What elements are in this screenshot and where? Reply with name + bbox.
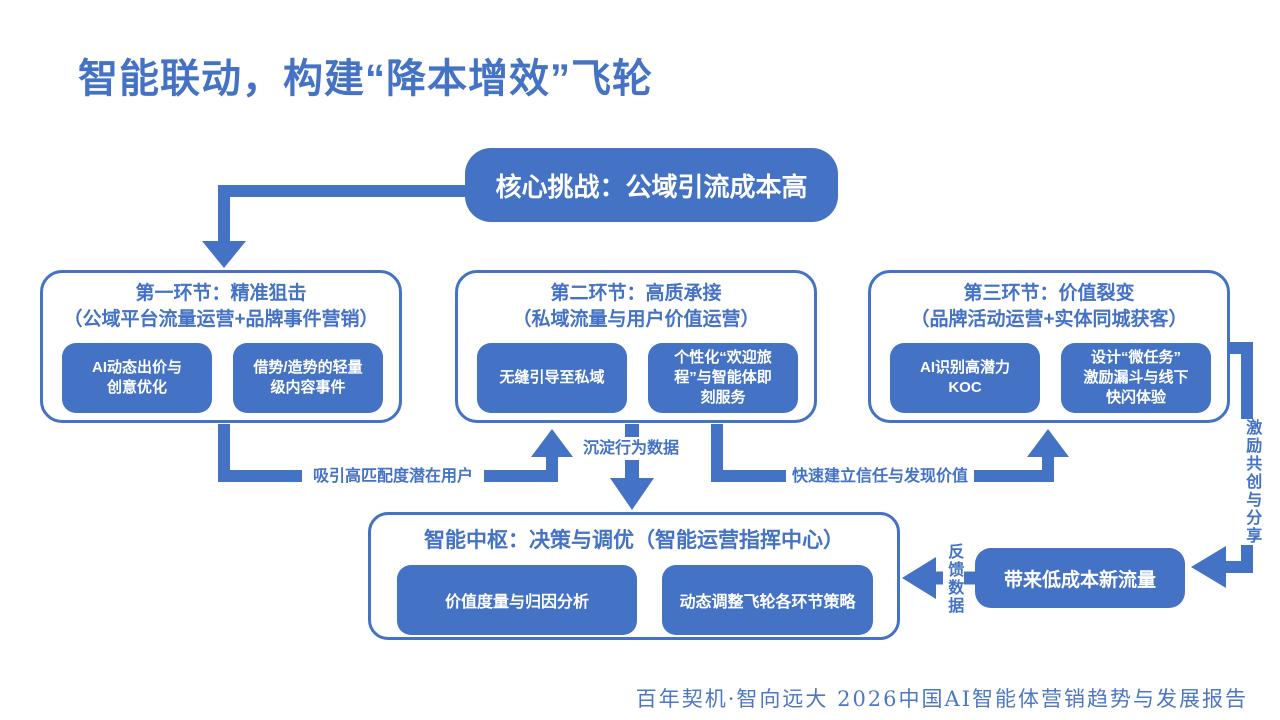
challenge-label: 核心挑战：公域引流成本高 [495, 171, 808, 202]
hub-right-chip: 动态调整飞轮各环节策略 [662, 565, 873, 635]
hub-title: 智能中枢：决策与调优（智能运营指挥中心） [424, 529, 844, 552]
hub-box: 智能中枢：决策与调优（智能运营指挥中心） 价值度量与归因分析 动态调整飞轮各环节… [368, 512, 900, 640]
traffic-box: 带来低成本新流量 [975, 548, 1185, 608]
stage1-left-chip: AI动态出价与 创意优化 [62, 343, 212, 413]
report-footer: 百年契机·智向远大 2026中国AI智能体营销趋势与发展报告 [635, 687, 1248, 711]
arrowhead-left-into-traffic [1191, 546, 1226, 588]
stage2-subtitle: （私域流量与用户价值运营） [512, 308, 760, 330]
arrowhead-down-into-stage1 [202, 241, 246, 268]
stage3-title: 第三环节：价值裂变 [963, 283, 1135, 304]
flow-label-attract: 吸引高匹配度潜在用户 [302, 465, 484, 489]
hub-left-chip: 价值度量与归因分析 [397, 565, 637, 635]
stage2-right-chip: 个性化“欢迎旅 程”与智能体即 刻服务 [648, 343, 798, 413]
flow-label-feedback: 反馈数据 [943, 543, 965, 615]
stage1-box: 第一环节：精准狙击 （公域平台流量运营+品牌事件营销） AI动态出价与 创意优化… [40, 270, 402, 423]
stage2-box: 第二环节：高质承接 （私域流量与用户价值运营） 无缝引导至私域 个性化“欢迎旅 … [455, 270, 817, 423]
flow-label-incentivize: 激励共创与分享 [1241, 419, 1263, 545]
page-title: 智能联动，构建“降本增效”飞轮 [78, 57, 653, 101]
stage3-subtitle: （品牌活动运营+实体同城获客） [910, 308, 1188, 330]
stage2-title: 第二环节：高质承接 [550, 283, 722, 304]
stage1-title: 第一环节：精准狙击 [135, 283, 307, 304]
stage1-right-chip: 借势/造势的轻量 级内容事件 [233, 343, 383, 413]
connector-challenge-to-stage1 [218, 185, 465, 243]
arrowhead-up-into-stage2 [531, 429, 573, 457]
flow-label-behavior-data: 沉淀行为数据 [576, 437, 686, 461]
stage3-box: 第三环节：价值裂变 （品牌活动运营+实体同城获客） AI识别高潜力 KOC 设计… [868, 270, 1230, 423]
stage3-right-chip: 设计“微任务” 激励漏斗与线下 快闪体验 [1061, 343, 1211, 413]
flow-label-trust: 快速建立信任与发现价值 [786, 465, 974, 489]
stage2-left-chip: 无缝引导至私域 [477, 343, 627, 413]
arrowhead-up-into-stage3 [1027, 429, 1069, 457]
stage3-left-chip: AI识别高潜力 KOC [890, 343, 1040, 413]
arrowhead-down-into-hub [610, 478, 654, 510]
traffic-label: 带来低成本新流量 [1003, 569, 1156, 591]
challenge-box: 核心挑战：公域引流成本高 [465, 148, 838, 222]
arrowhead-left-into-hub [902, 557, 936, 599]
stage1-subtitle: （公域平台流量运营+品牌事件营销） [63, 308, 379, 330]
